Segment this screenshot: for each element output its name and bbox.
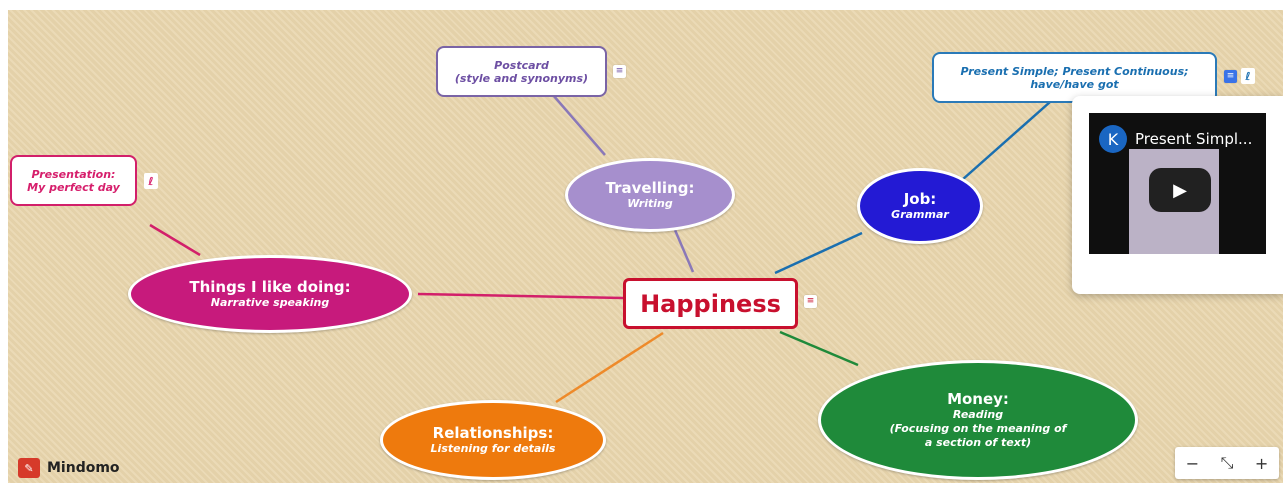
link-money	[779, 330, 859, 367]
play-button[interactable]: ▶	[1149, 168, 1211, 212]
note-grammar[interactable]: Present Simple; Present Continuous; have…	[932, 52, 1217, 103]
node-subtitle: Writing	[627, 197, 673, 210]
link-relationships	[555, 331, 664, 404]
node-title: Job:	[903, 190, 937, 208]
zoom-in-button[interactable]: +	[1254, 453, 1269, 473]
link-job	[774, 231, 863, 275]
node-subtitle: Reading (Focusing on the meaning of a se…	[889, 408, 1067, 449]
node-subtitle: Grammar	[891, 208, 949, 221]
fit-to-screen-icon[interactable]: ⤡	[1220, 453, 1234, 472]
node-title: Money:	[947, 390, 1009, 408]
zoom-out-button[interactable]: −	[1185, 453, 1200, 473]
link-travelling	[673, 229, 695, 273]
zoom-controls: − ⤡ +	[1175, 447, 1279, 479]
video-thumbnail[interactable]: K Present Simpl... ▶	[1089, 113, 1266, 254]
note-icon[interactable]: ≡	[1224, 70, 1237, 83]
app-branding[interactable]: ✎ Mindomo	[18, 458, 120, 478]
node-title: Travelling:	[605, 179, 695, 197]
node-things-i-like-doing[interactable]: Things I like doing: Narrative speaking	[128, 255, 412, 333]
link-things	[417, 292, 624, 300]
attachment-icon[interactable]: ℓ	[1241, 68, 1255, 84]
mindomo-logo-icon: ✎	[18, 458, 40, 478]
node-job[interactable]: Job: Grammar	[857, 168, 983, 244]
node-relationships[interactable]: Relationships: Listening for details	[380, 400, 606, 480]
attachment-icon[interactable]: ℓ	[144, 173, 158, 189]
link-grammar-note	[961, 101, 1051, 181]
node-subtitle: Listening for details	[430, 442, 556, 455]
note-presentation[interactable]: Presentation: My perfect day	[10, 155, 137, 206]
channel-avatar: K	[1099, 125, 1127, 153]
note-postcard[interactable]: Postcard (style and synonyms)	[436, 46, 607, 97]
node-money[interactable]: Money: Reading (Focusing on the meaning …	[818, 360, 1138, 480]
node-subtitle: Narrative speaking	[210, 296, 330, 309]
note-icon[interactable]: ≡	[613, 65, 626, 78]
app-name: Mindomo	[47, 460, 120, 476]
video-preview-panel[interactable]: K Present Simpl... ▶	[1072, 96, 1283, 294]
play-icon: ▶	[1173, 179, 1187, 201]
node-title: Relationships:	[432, 424, 554, 442]
central-topic[interactable]: Happiness	[623, 278, 798, 329]
node-title: Things I like doing:	[189, 278, 351, 296]
node-travelling[interactable]: Travelling: Writing	[565, 158, 735, 232]
video-title: Present Simpl...	[1135, 130, 1253, 148]
note-icon[interactable]: ≡	[804, 295, 817, 308]
link-presentation	[149, 223, 201, 257]
link-postcard	[552, 94, 606, 156]
